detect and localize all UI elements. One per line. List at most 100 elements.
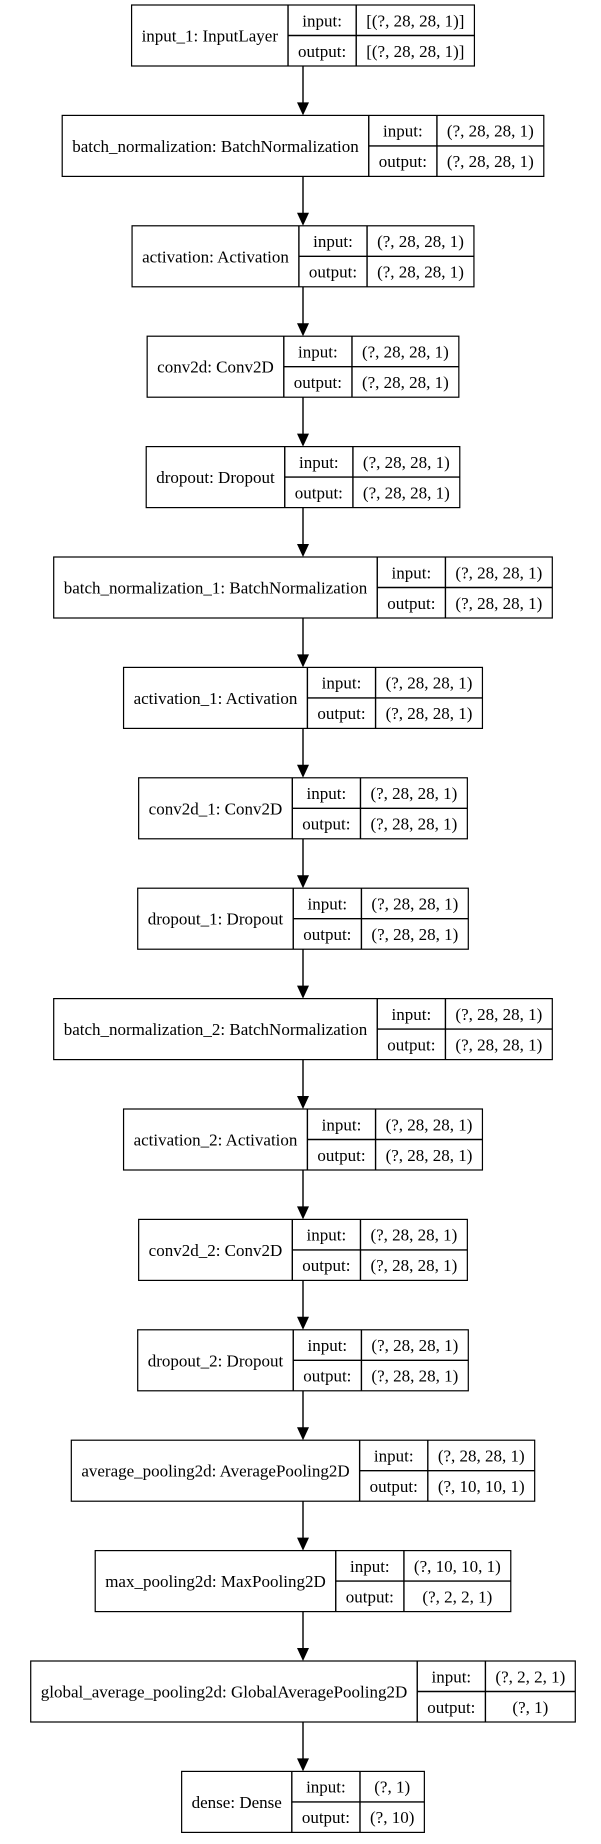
input-shape: (?, 28, 28, 1) bbox=[386, 1115, 473, 1134]
connector-arrow bbox=[297, 1280, 309, 1330]
connector-arrow bbox=[297, 66, 309, 116]
input-port-label: input: bbox=[322, 1115, 362, 1134]
arrowhead bbox=[297, 323, 309, 337]
input-port-label: input: bbox=[350, 1557, 390, 1576]
connector-arrow bbox=[297, 838, 309, 889]
layer-node: batch_normalization: BatchNormalizationi… bbox=[61, 114, 545, 178]
input-port-label: input: bbox=[374, 1446, 414, 1465]
connector-arrow bbox=[297, 1611, 309, 1661]
input-shape: (?, 28, 28, 1) bbox=[371, 1336, 458, 1355]
input-port-label: input: bbox=[313, 232, 353, 251]
output-port-label: output: bbox=[317, 1146, 365, 1165]
output-port-label: output: bbox=[387, 1035, 435, 1054]
connector-arrow bbox=[297, 1501, 309, 1551]
layer-node: global_average_pooling2d: GlobalAverageP… bbox=[30, 1660, 576, 1723]
output-port-label: output: bbox=[302, 1808, 350, 1827]
input-port-label: input: bbox=[307, 1226, 347, 1245]
layer-node: activation_1: Activationinput:output:(?,… bbox=[122, 666, 484, 730]
input-port-label: input: bbox=[392, 563, 432, 582]
input-shape: [(?, 28, 28, 1)] bbox=[366, 11, 464, 30]
output-port-label: output: bbox=[370, 1477, 418, 1496]
layer-name: batch_normalization_2: BatchNormalizatio… bbox=[64, 1020, 368, 1039]
output-shape: (?, 28, 28, 1) bbox=[447, 152, 534, 171]
layer-node: conv2d_2: Conv2D input: output: (?, 28, 28,… bbox=[138, 1218, 468, 1282]
input-shape: (?, 28, 28, 1) bbox=[377, 232, 464, 251]
input-shape: (?, 28, 28, 1) bbox=[370, 784, 457, 803]
output-shape: (?, 10) bbox=[370, 1808, 414, 1827]
layer-name: conv2d_2: Conv2D bbox=[149, 1241, 283, 1260]
arrowhead bbox=[297, 985, 309, 999]
connector-arrow bbox=[297, 728, 309, 778]
output-shape: (?, 28, 28, 1) bbox=[455, 1035, 542, 1054]
output-shape: (?, 28, 28, 1) bbox=[371, 925, 458, 944]
output-port-label: output: bbox=[317, 704, 365, 723]
layer-name: dense: Dense bbox=[192, 1793, 282, 1812]
arrowhead bbox=[297, 1206, 309, 1220]
input-shape: (?, 1) bbox=[374, 1778, 410, 1797]
input-shape: (?, 28, 28, 1) bbox=[363, 453, 450, 472]
arrowhead bbox=[297, 433, 309, 447]
input-shape: (?, 28, 28, 1) bbox=[447, 122, 534, 141]
input-shape: (?, 28, 28, 1) bbox=[455, 563, 542, 582]
input-port-label: input: bbox=[322, 674, 362, 693]
input-port-label: input: bbox=[302, 11, 342, 30]
arrowhead bbox=[297, 654, 309, 668]
connector-arrow bbox=[297, 1722, 309, 1772]
arrowhead bbox=[297, 102, 309, 116]
output-port-label: output: bbox=[346, 1587, 394, 1606]
output-shape: (?, 2, 2, 1) bbox=[422, 1587, 492, 1606]
input-port-label: input: bbox=[307, 894, 347, 913]
output-port-label: output: bbox=[302, 1256, 350, 1275]
arrowhead bbox=[297, 1316, 309, 1330]
input-shape: (?, 10, 10, 1) bbox=[414, 1557, 501, 1576]
output-port-label: output: bbox=[427, 1698, 475, 1717]
layer-name: conv2d_1: Conv2D bbox=[149, 799, 283, 818]
input-shape: (?, 28, 28, 1) bbox=[438, 1446, 525, 1465]
arrowhead bbox=[297, 1427, 309, 1441]
input-port-label: input: bbox=[299, 453, 339, 472]
input-shape: (?, 28, 28, 1) bbox=[362, 342, 449, 361]
layer-name: dropout: Dropout bbox=[156, 468, 275, 487]
output-port-label: output: bbox=[303, 1367, 351, 1386]
layer-name: average_pooling2d: AveragePooling2D bbox=[81, 1462, 349, 1481]
output-shape: (?, 1) bbox=[512, 1698, 548, 1717]
output-port-label: output: bbox=[302, 815, 350, 834]
arrowhead bbox=[297, 544, 309, 557]
input-port-label: input: bbox=[307, 784, 347, 803]
input-port-label: input: bbox=[306, 1778, 346, 1797]
layer-name: activation: Activation bbox=[142, 247, 289, 266]
output-shape: [(?, 28, 28, 1)] bbox=[366, 42, 464, 61]
output-shape: (?, 28, 28, 1) bbox=[363, 483, 450, 502]
layer-node: max_pooling2d: MaxPooling2Dinput:output:… bbox=[94, 1549, 512, 1613]
connector-arrow bbox=[297, 1059, 309, 1109]
layer-node: average_pooling2d: AveragePooling2D input… bbox=[70, 1439, 536, 1502]
arrowhead bbox=[297, 1096, 309, 1109]
layer-name: batch_normalization_1: BatchNormalizatio… bbox=[64, 579, 368, 598]
arrowhead bbox=[297, 212, 309, 226]
arrowhead bbox=[297, 1758, 309, 1772]
connector-arrow bbox=[297, 1390, 309, 1441]
connector-arrow bbox=[297, 949, 309, 999]
arrowhead bbox=[297, 1648, 309, 1661]
layer-name: batch_normalization: BatchNormalization bbox=[72, 137, 359, 156]
connector-arrow bbox=[297, 1170, 309, 1220]
layer-node: dense: Dense input: output: (?, 1) (?, 10) bbox=[181, 1770, 425, 1834]
arrowhead bbox=[297, 764, 309, 778]
output-shape: (?, 28, 28, 1) bbox=[386, 1146, 473, 1165]
input-shape: (?, 28, 28, 1) bbox=[370, 1226, 457, 1245]
output-shape: (?, 10, 10, 1) bbox=[438, 1477, 525, 1496]
output-port-label: output: bbox=[387, 594, 435, 613]
output-port-label: output: bbox=[379, 152, 427, 171]
output-shape: (?, 28, 28, 1) bbox=[370, 815, 457, 834]
connector-arrow bbox=[297, 618, 309, 668]
layer-node: conv2d_1: Conv2D input: output: (?, 28, 28,… bbox=[138, 777, 468, 840]
output-shape: (?, 28, 28, 1) bbox=[377, 263, 464, 282]
layer-name: activation_1: Activation bbox=[134, 689, 298, 708]
layer-node: batch_normalization_2: BatchNormalizatio… bbox=[53, 997, 553, 1061]
